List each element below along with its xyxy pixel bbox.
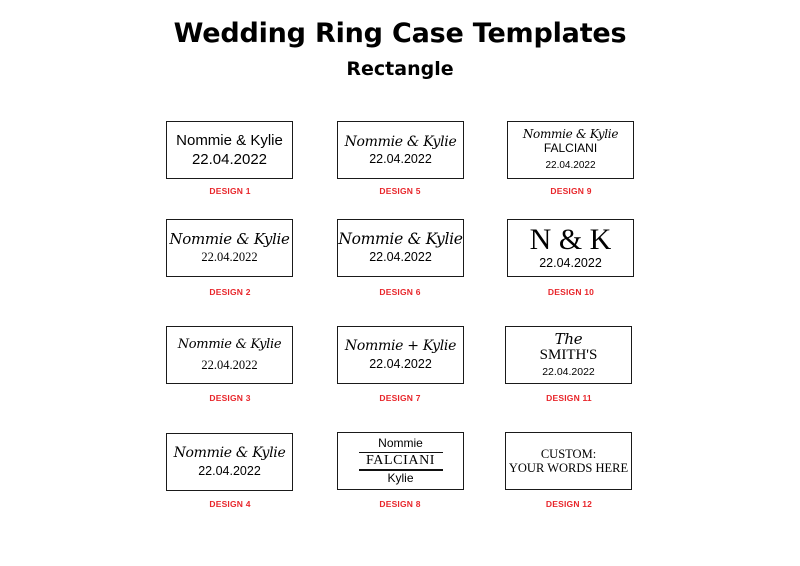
design-2-card: Nommie & Kylie 22.04.2022 [166, 219, 293, 277]
design-8-card: Nommie FALCIANI Kylie [337, 432, 464, 490]
design-7-label: DESIGN 7 [379, 393, 421, 403]
design-8-second-name: Kylie [387, 470, 414, 485]
design-9-surname: FALCIANI [543, 141, 598, 156]
design-12-line-2: YOUR WORDS HERE [508, 461, 629, 475]
design-5-names: Nommie & Kylie [344, 133, 457, 150]
design-6-date: 22.04.2022 [369, 250, 432, 265]
design-8-first-name: Nommie [378, 435, 423, 450]
design-5-date: 22.04.2022 [369, 151, 432, 166]
design-8-top-divider [358, 451, 443, 453]
design-2-label: DESIGN 2 [209, 287, 251, 297]
design-7-card: Nommie + Kylie 22.04.2022 [337, 326, 464, 384]
design-1-label: DESIGN 1 [209, 186, 251, 196]
design-6-label: DESIGN 6 [379, 287, 421, 297]
design-5-label: DESIGN 5 [379, 186, 421, 196]
design-4-date: 22.04.2022 [198, 464, 261, 479]
design-8-label: DESIGN 8 [379, 499, 421, 509]
page-subtitle: Rectangle [346, 58, 454, 80]
design-10-date: 22.04.2022 [539, 256, 602, 271]
design-11-prefix: The [554, 329, 583, 348]
design-6-names: Nommie & Kylie [338, 230, 463, 249]
design-3-date: 22.04.2022 [201, 357, 258, 372]
design-3-names: Nommie & Kylie [177, 336, 282, 352]
design-4-label: DESIGN 4 [209, 499, 251, 509]
design-1-card: Nommie & Kylie 22.04.2022 [166, 121, 293, 179]
design-1-date: 22.04.2022 [191, 151, 268, 168]
design-3-label: DESIGN 3 [209, 393, 251, 403]
design-11-surname: SMITH'S [539, 346, 598, 363]
design-11-card: The SMITH'S 22.04.2022 [505, 326, 632, 384]
design-1-names: Nommie & Kylie [176, 131, 283, 149]
design-9-date: 22.04.2022 [545, 160, 596, 172]
design-7-date: 22.04.2022 [369, 357, 432, 372]
design-5-card: Nommie & Kylie 22.04.2022 [337, 121, 464, 179]
design-10-card: N & K 22.04.2022 [507, 219, 634, 277]
design-9-card: Nommie & Kylie FALCIANI 22.04.2022 [507, 121, 634, 179]
design-12-label: DESIGN 12 [545, 499, 593, 509]
design-4-card: Nommie & Kylie 22.04.2022 [166, 433, 293, 491]
design-11-date: 22.04.2022 [542, 366, 595, 379]
design-11-label: DESIGN 11 [546, 393, 592, 403]
design-8-bottom-divider [358, 469, 443, 471]
design-12-line-1: CUSTOM: [540, 446, 597, 461]
design-9-names: Nommie & Kylie [522, 127, 619, 142]
design-7-names: Nommie + Kylie [344, 338, 457, 355]
design-9-label: DESIGN 9 [550, 186, 592, 196]
design-8-surname: FALCIANI [365, 453, 436, 468]
design-10-label: DESIGN 10 [547, 287, 595, 297]
design-6-card: Nommie & Kylie 22.04.2022 [337, 219, 464, 277]
design-2-date: 22.04.2022 [201, 250, 258, 265]
design-10-initials: N & K [529, 223, 612, 257]
page-title: Wedding Ring Case Templates [173, 18, 627, 49]
design-2-names: Nommie & Kylie [169, 230, 290, 249]
design-3-card: Nommie & Kylie 22.04.2022 [166, 326, 293, 384]
design-4-names: Nommie & Kylie [173, 445, 286, 462]
design-12-card: CUSTOM: YOUR WORDS HERE [505, 432, 632, 490]
